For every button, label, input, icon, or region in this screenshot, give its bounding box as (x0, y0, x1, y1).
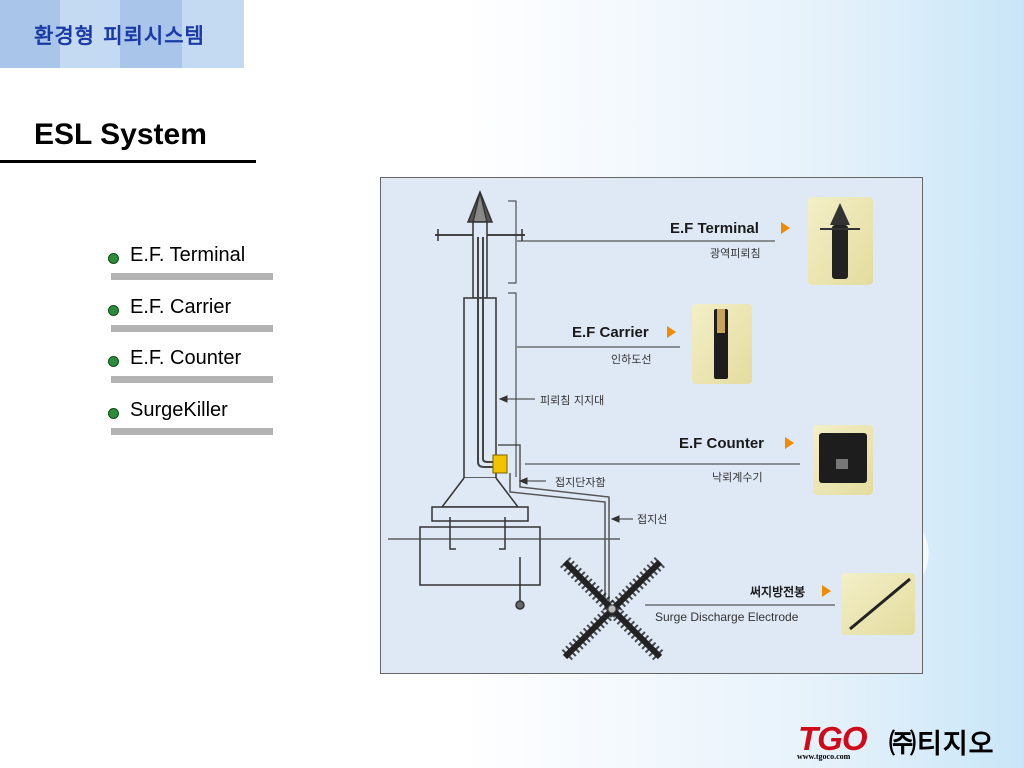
ef-counter-label: E.F Counter (679, 435, 764, 452)
ground-wire-route (498, 444, 610, 607)
bullet-dot-icon (108, 305, 119, 316)
surge-electrode-photo (841, 573, 915, 635)
header-title: 환경형 피뢰시스템 (34, 24, 205, 48)
ef-terminal-photo (808, 197, 873, 285)
ef-carrier-arrow-icon (667, 326, 676, 338)
company-url: www.tgoco.com (797, 752, 851, 761)
ef-terminal-arrow-icon (781, 222, 790, 234)
ground-wire-label: 접지선 (637, 513, 667, 526)
bullet-underbar (111, 376, 273, 383)
header-block-4 (182, 0, 244, 68)
support-label: 피뢰침 지지대 (540, 394, 604, 407)
company-name: ㈜티지오 (889, 729, 995, 760)
bullet-label: E.F. Counter (130, 347, 242, 369)
page-title: ESL System (34, 118, 207, 151)
lightning-rod-mast-illustration (388, 189, 620, 610)
bullet-underbar (111, 325, 273, 332)
bullet-label: E.F. Terminal (130, 244, 246, 266)
bullet-dot-icon (108, 408, 119, 419)
ef-carrier-label: E.F Carrier (572, 324, 649, 341)
ef-counter-arrow-icon (785, 437, 794, 449)
bullet-label: SurgeKiller (130, 399, 228, 421)
header-block-2 (60, 0, 120, 68)
surge-electrode-label: 써지방전봉 (750, 584, 805, 599)
ef-carrier-sublabel: 인하도선 (611, 352, 651, 366)
bullet-underbar (111, 273, 273, 280)
surge-discharge-electrode-illustration (560, 557, 665, 662)
bullet-dot-icon (108, 253, 119, 264)
tgo-logo: TGO (798, 720, 867, 757)
header-block-3 (120, 0, 182, 68)
title-underline (0, 160, 256, 163)
carrier-bracket (508, 292, 517, 477)
header-block-1 (0, 0, 60, 68)
ef-terminal-label: E.F Terminal (670, 220, 759, 237)
surge-electrode-sublabel: Surge Discharge Electrode (655, 610, 799, 624)
ef-counter-photo (813, 425, 873, 495)
junction-box-label: 접지단자함 (555, 476, 606, 489)
terminal-bracket (508, 200, 517, 284)
junction-box-icon (492, 454, 508, 474)
bullet-underbar (111, 428, 273, 435)
surge-electrode-arrow-icon (822, 585, 831, 597)
ef-carrier-photo (692, 304, 752, 384)
ef-counter-sublabel: 낙뢰계수기 (712, 471, 763, 484)
esl-diagram: E.F Terminal 광역피뢰침 E.F Carrier 인하도선 피뢰침 … (380, 177, 923, 674)
bullet-label: E.F. Carrier (130, 296, 232, 318)
ef-terminal-sublabel: 광역피뢰침 (710, 247, 761, 260)
bullet-dot-icon (108, 356, 119, 367)
pointer-arrow-icon (498, 395, 633, 523)
